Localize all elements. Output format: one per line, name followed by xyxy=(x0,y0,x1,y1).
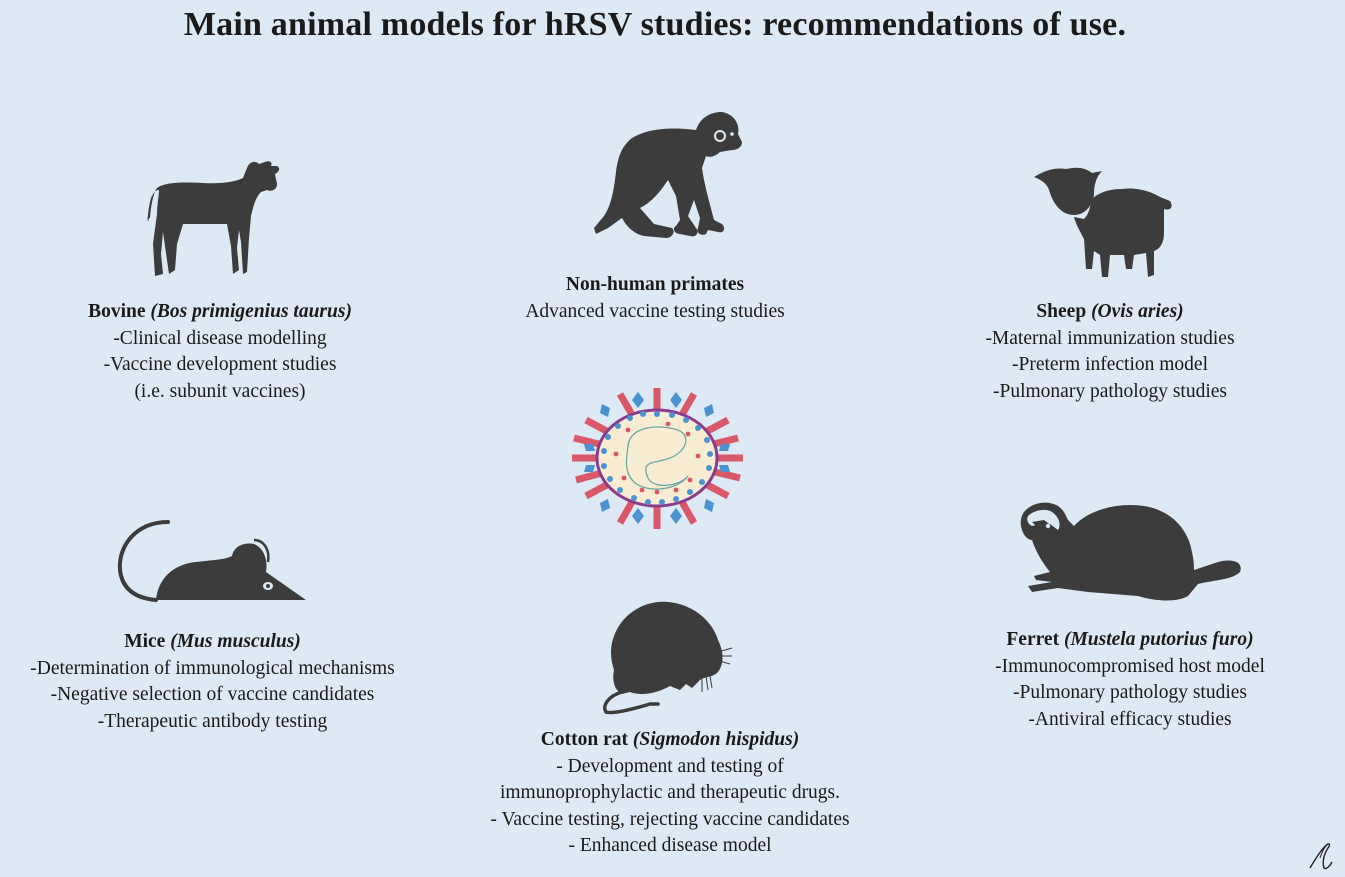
ferret-use: -Immunocompromised host model xyxy=(995,655,1265,677)
primates-block: Non-human primates Advanced vaccine test… xyxy=(470,272,840,325)
mouse-icon xyxy=(116,516,308,604)
sheep-heading: Sheep (Ovis aries) xyxy=(1036,301,1184,322)
bovine-block: Bovine (Bos primigenius taurus) -Clinica… xyxy=(40,299,400,405)
ferret-use: -Antiviral efficacy studies xyxy=(1028,708,1232,730)
mice-use: -Determination of immunological mechanis… xyxy=(30,657,395,679)
bovine-heading: Bovine (Bos primigenius taurus) xyxy=(88,301,352,322)
sheep-use: -Preterm infection model xyxy=(1011,354,1209,375)
sheep-use: -Maternal immunization studies xyxy=(985,327,1235,349)
cotton-rat-use: - Enhanced disease model xyxy=(568,835,772,856)
calf-icon xyxy=(143,158,281,280)
ferret-heading: Ferret (Mustela putorius furo) xyxy=(1006,629,1254,650)
cotton-rat-heading: Cotton rat (Sigmodon hispidus) xyxy=(540,729,800,750)
signature-icon xyxy=(1306,840,1336,872)
primates-heading: Non-human primates xyxy=(565,274,745,295)
cotton-rat-block: Cotton rat (Sigmodon hispidus) - Develop… xyxy=(450,727,890,860)
page-title: Main animal models for hRSV studies: rec… xyxy=(183,6,1127,43)
cotton-rat-use: - Development and testing of xyxy=(556,755,784,777)
ferret-use: -Pulmonary pathology studies xyxy=(1013,682,1247,703)
cotton-rat-use: - Vaccine testing, rejecting vaccine can… xyxy=(490,808,850,830)
primates-use: Advanced vaccine testing studies xyxy=(525,300,785,322)
bovine-use: (i.e. subunit vaccines) xyxy=(134,380,306,402)
mice-use: -Therapeutic antibody testing xyxy=(97,710,328,732)
rsv-virus-icon xyxy=(568,386,746,531)
mice-heading: Mice (Mus musculus) xyxy=(124,631,301,652)
bovine-use: -Clinical disease modelling xyxy=(113,327,327,349)
cotton-rat-icon xyxy=(600,596,736,716)
mice-block: Mice (Mus musculus) -Determination of im… xyxy=(0,629,425,735)
sheep-icon xyxy=(1030,163,1178,279)
ferret-icon xyxy=(1018,496,1244,604)
cotton-rat-use: immunoprophylactic and therapeutic drugs… xyxy=(499,782,841,803)
sheep-block: Sheep (Ovis aries) -Maternal immunizatio… xyxy=(930,299,1290,405)
chimpanzee-icon xyxy=(592,108,744,242)
bovine-use: -Vaccine development studies xyxy=(103,354,337,375)
mice-use: -Negative selection of vaccine candidate… xyxy=(50,684,375,705)
sheep-use: -Pulmonary pathology studies xyxy=(993,380,1227,402)
ferret-block: Ferret (Mustela putorius furo) -Immunoco… xyxy=(960,627,1300,733)
